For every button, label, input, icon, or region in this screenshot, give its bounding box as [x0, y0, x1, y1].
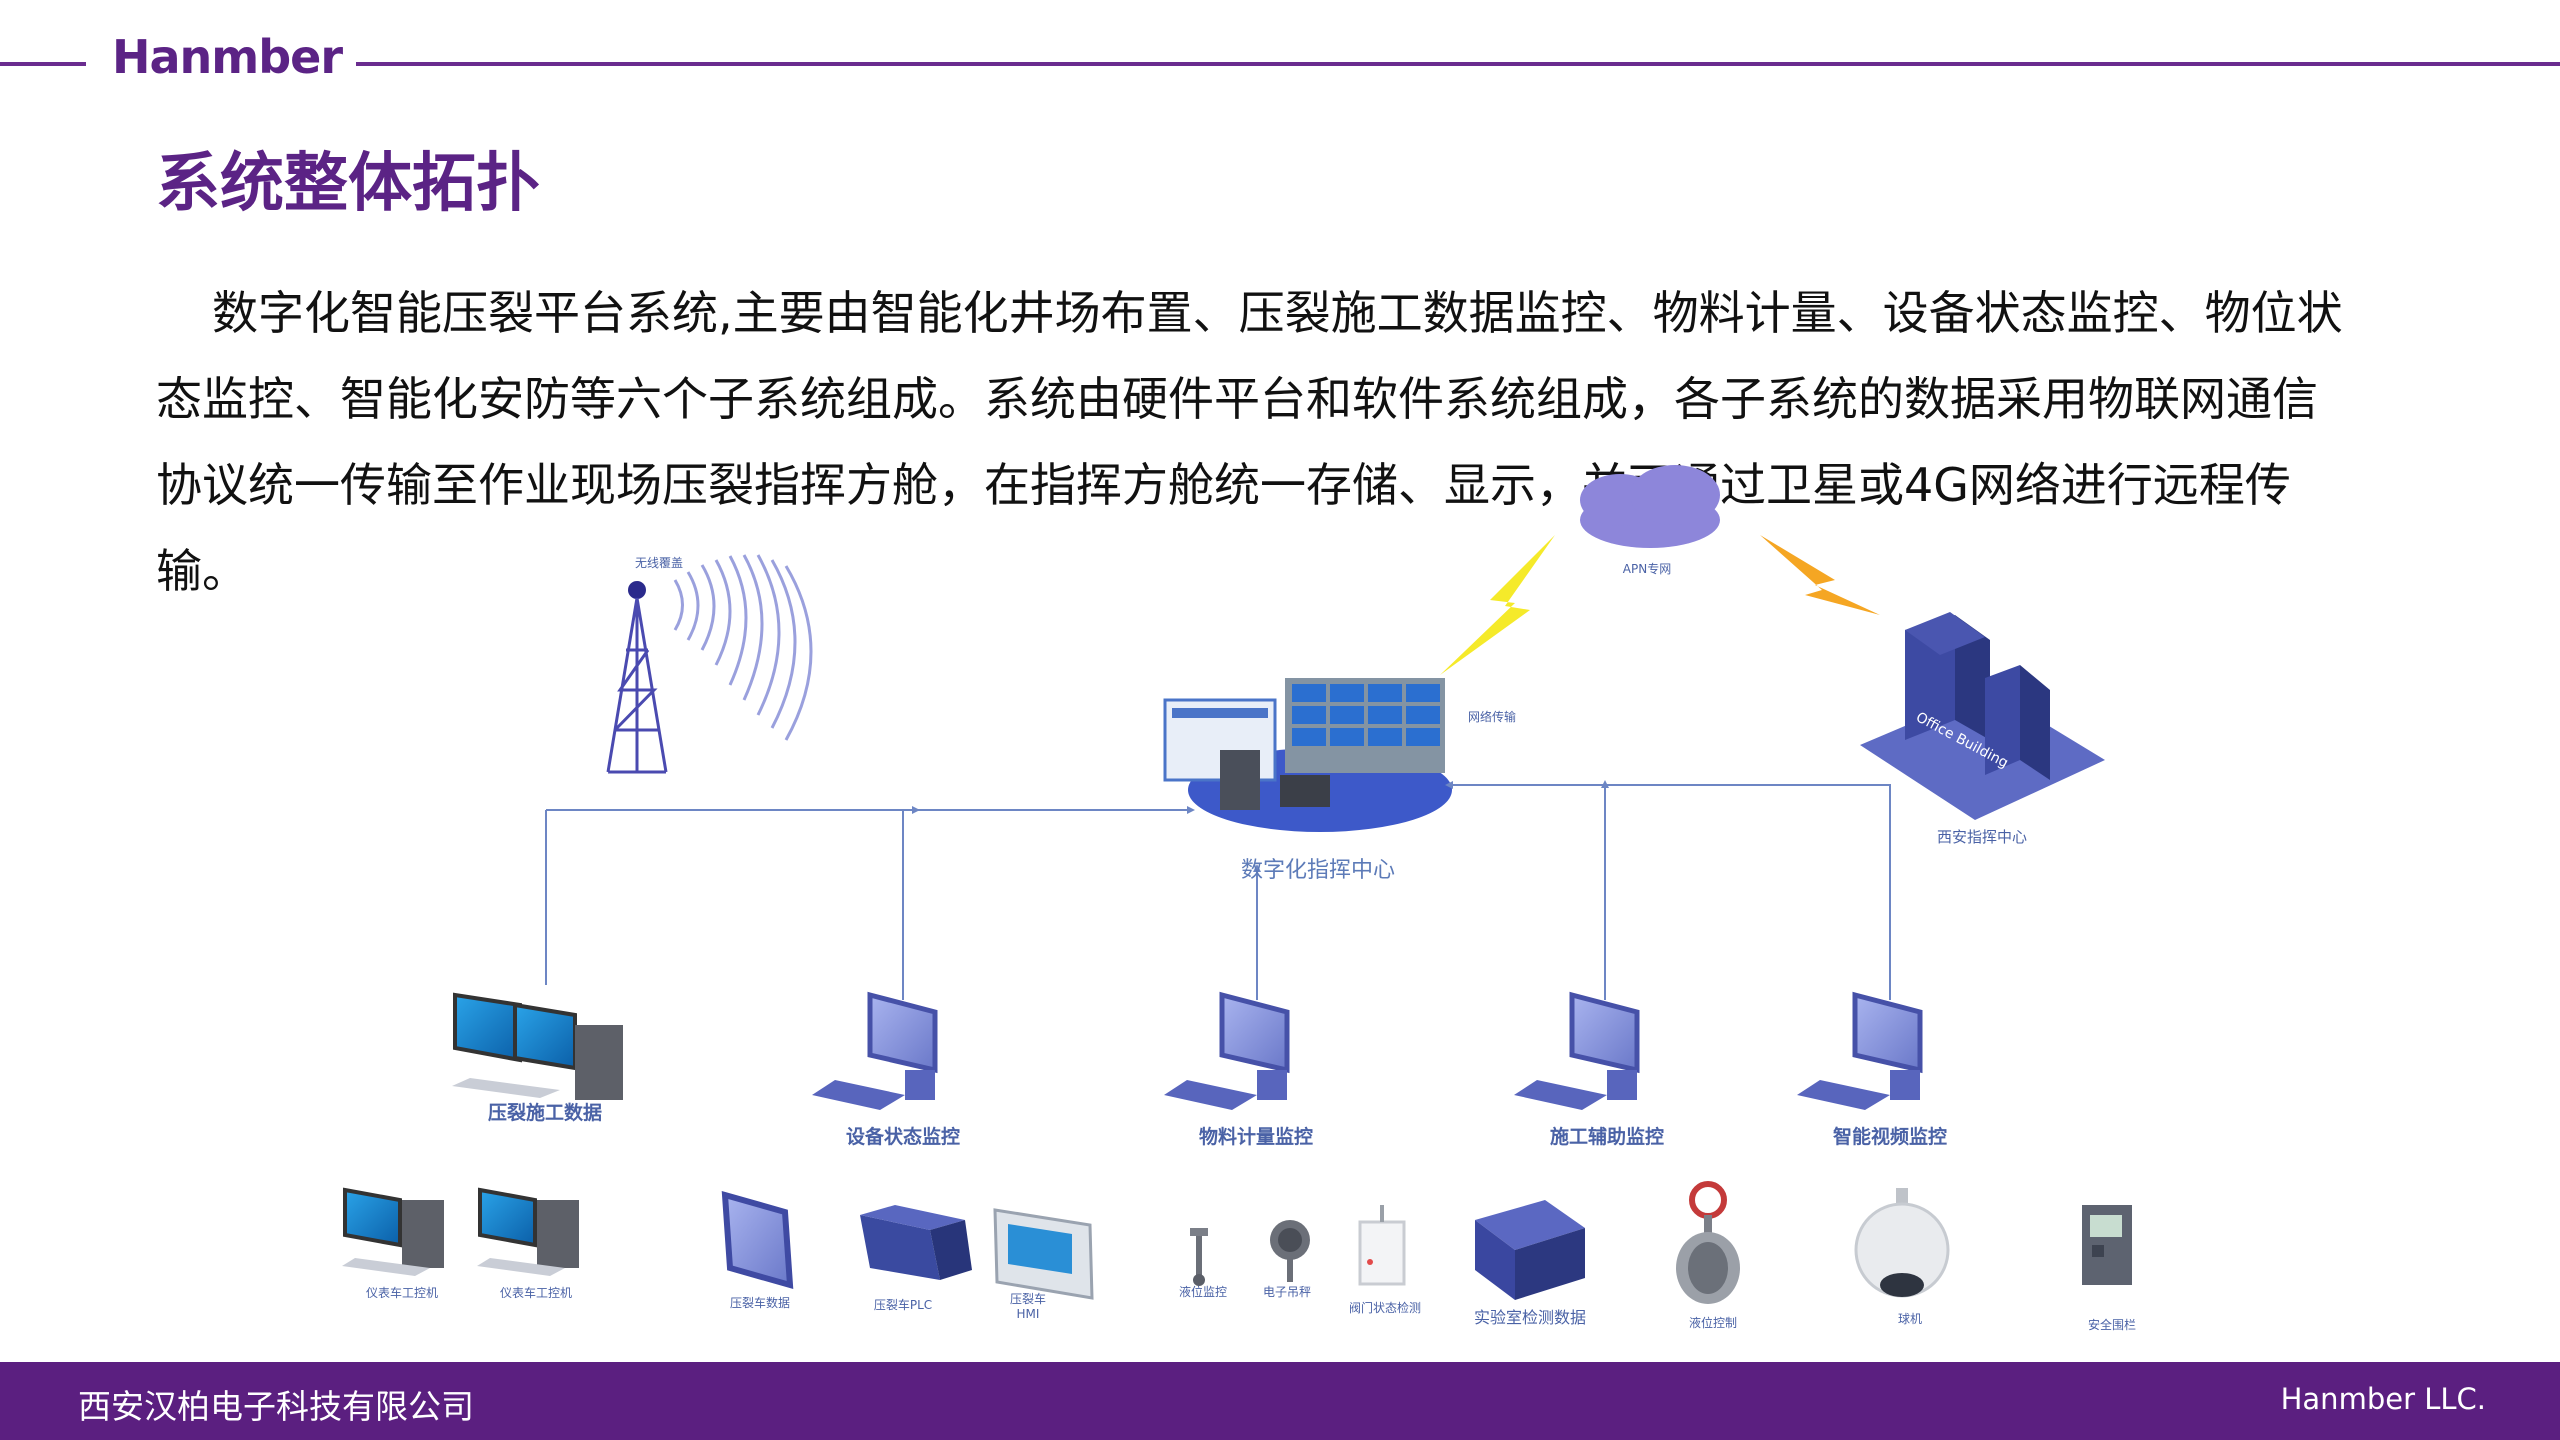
industrial-pc-icon-1 — [342, 1187, 444, 1276]
hmi-icon — [993, 1208, 1094, 1300]
office-label: 西安指挥中心 — [1936, 828, 2028, 846]
subsystem-computer-icon-4 — [1514, 991, 1640, 1110]
scale-icon — [1270, 1220, 1310, 1282]
device-label: 安全围栏 — [2087, 1318, 2137, 1332]
subsystem-label: 设备状态监控 — [845, 1126, 961, 1148]
device-label: 电子吊秤 — [1262, 1285, 1312, 1299]
device-label: 压裂车数据 — [729, 1296, 791, 1310]
header-line-left — [0, 62, 86, 66]
intro-paragraph: 数字化智能压裂平台系统,主要由智能化井场布置、压裂施工数据监控、物料计量、设备状… — [156, 270, 2356, 614]
subsystem-computer-icon-2 — [812, 991, 938, 1110]
device-label: 压裂车HMI — [1009, 1292, 1046, 1321]
dome-camera-icon — [1854, 1188, 1950, 1298]
lightning-icon-right — [1760, 535, 1880, 615]
device-label: 压裂车PLC — [873, 1298, 933, 1312]
level-sensor-icon — [1190, 1228, 1208, 1286]
radio-tower-icon — [606, 554, 813, 774]
industrial-pc-icon-2 — [477, 1187, 579, 1276]
device-label: 仪表车工控机 — [365, 1286, 439, 1300]
display-icon — [721, 1190, 794, 1290]
cloud-icon — [1580, 465, 1720, 548]
subsystem-computer-icon-5 — [1797, 991, 1923, 1110]
device-label: 实验室检测数据 — [1474, 1308, 1587, 1327]
cloud-label: APN专网 — [1622, 562, 1672, 576]
logo: Hanmber — [112, 30, 343, 84]
tower-label: 无线覆盖 — [634, 556, 684, 570]
office-building-icon: Office Building — [1860, 612, 2105, 820]
footer-brand: Hanmber LLC. — [2280, 1382, 2486, 1416]
subsystem-label: 施工辅助监控 — [1549, 1126, 1665, 1148]
lightning-icon-left — [1440, 535, 1555, 675]
device-label: 阀门状态检测 — [1348, 1301, 1422, 1315]
subsystem-computer-icon-1 — [452, 992, 623, 1100]
arrowheads — [912, 780, 1609, 872]
subsystem-label: 智能视频监控 — [1832, 1126, 1948, 1148]
header-line-right — [356, 62, 2560, 66]
page-title: 系统整体拓扑 — [156, 147, 540, 221]
footer-bar: 西安汉柏电子科技有限公司 Hanmber LLC. — [0, 1362, 2560, 1440]
command-center-icon — [1163, 678, 1452, 832]
subsystem-label: 压裂施工数据 — [487, 1102, 603, 1124]
footer-company: 西安汉柏电子科技有限公司 — [78, 1387, 474, 1426]
intro-text: 数字化智能压裂平台系统,主要由智能化井场布置、压裂施工数据监控、物料计量、设备状… — [156, 286, 2343, 598]
valve-detector-icon — [1358, 1205, 1406, 1286]
plc-icon — [860, 1205, 972, 1280]
subsystem-computer-icon-3 — [1164, 991, 1290, 1110]
network-label: 网络传输 — [1467, 710, 1517, 724]
network-lines — [545, 784, 1891, 1000]
lab-device-icon — [1475, 1200, 1585, 1300]
device-label: 仪表车工控机 — [499, 1286, 573, 1300]
device-label: 液位控制 — [1688, 1316, 1738, 1330]
subsystem-label: 物料计量监控 — [1198, 1126, 1314, 1148]
device-label: 球机 — [1897, 1312, 1923, 1326]
control-valve-icon — [1676, 1181, 1740, 1304]
center-label: 数字化指挥中心 — [1240, 858, 1396, 883]
security-fence-icon — [2082, 1205, 2132, 1285]
device-label: 液位监控 — [1178, 1285, 1228, 1299]
